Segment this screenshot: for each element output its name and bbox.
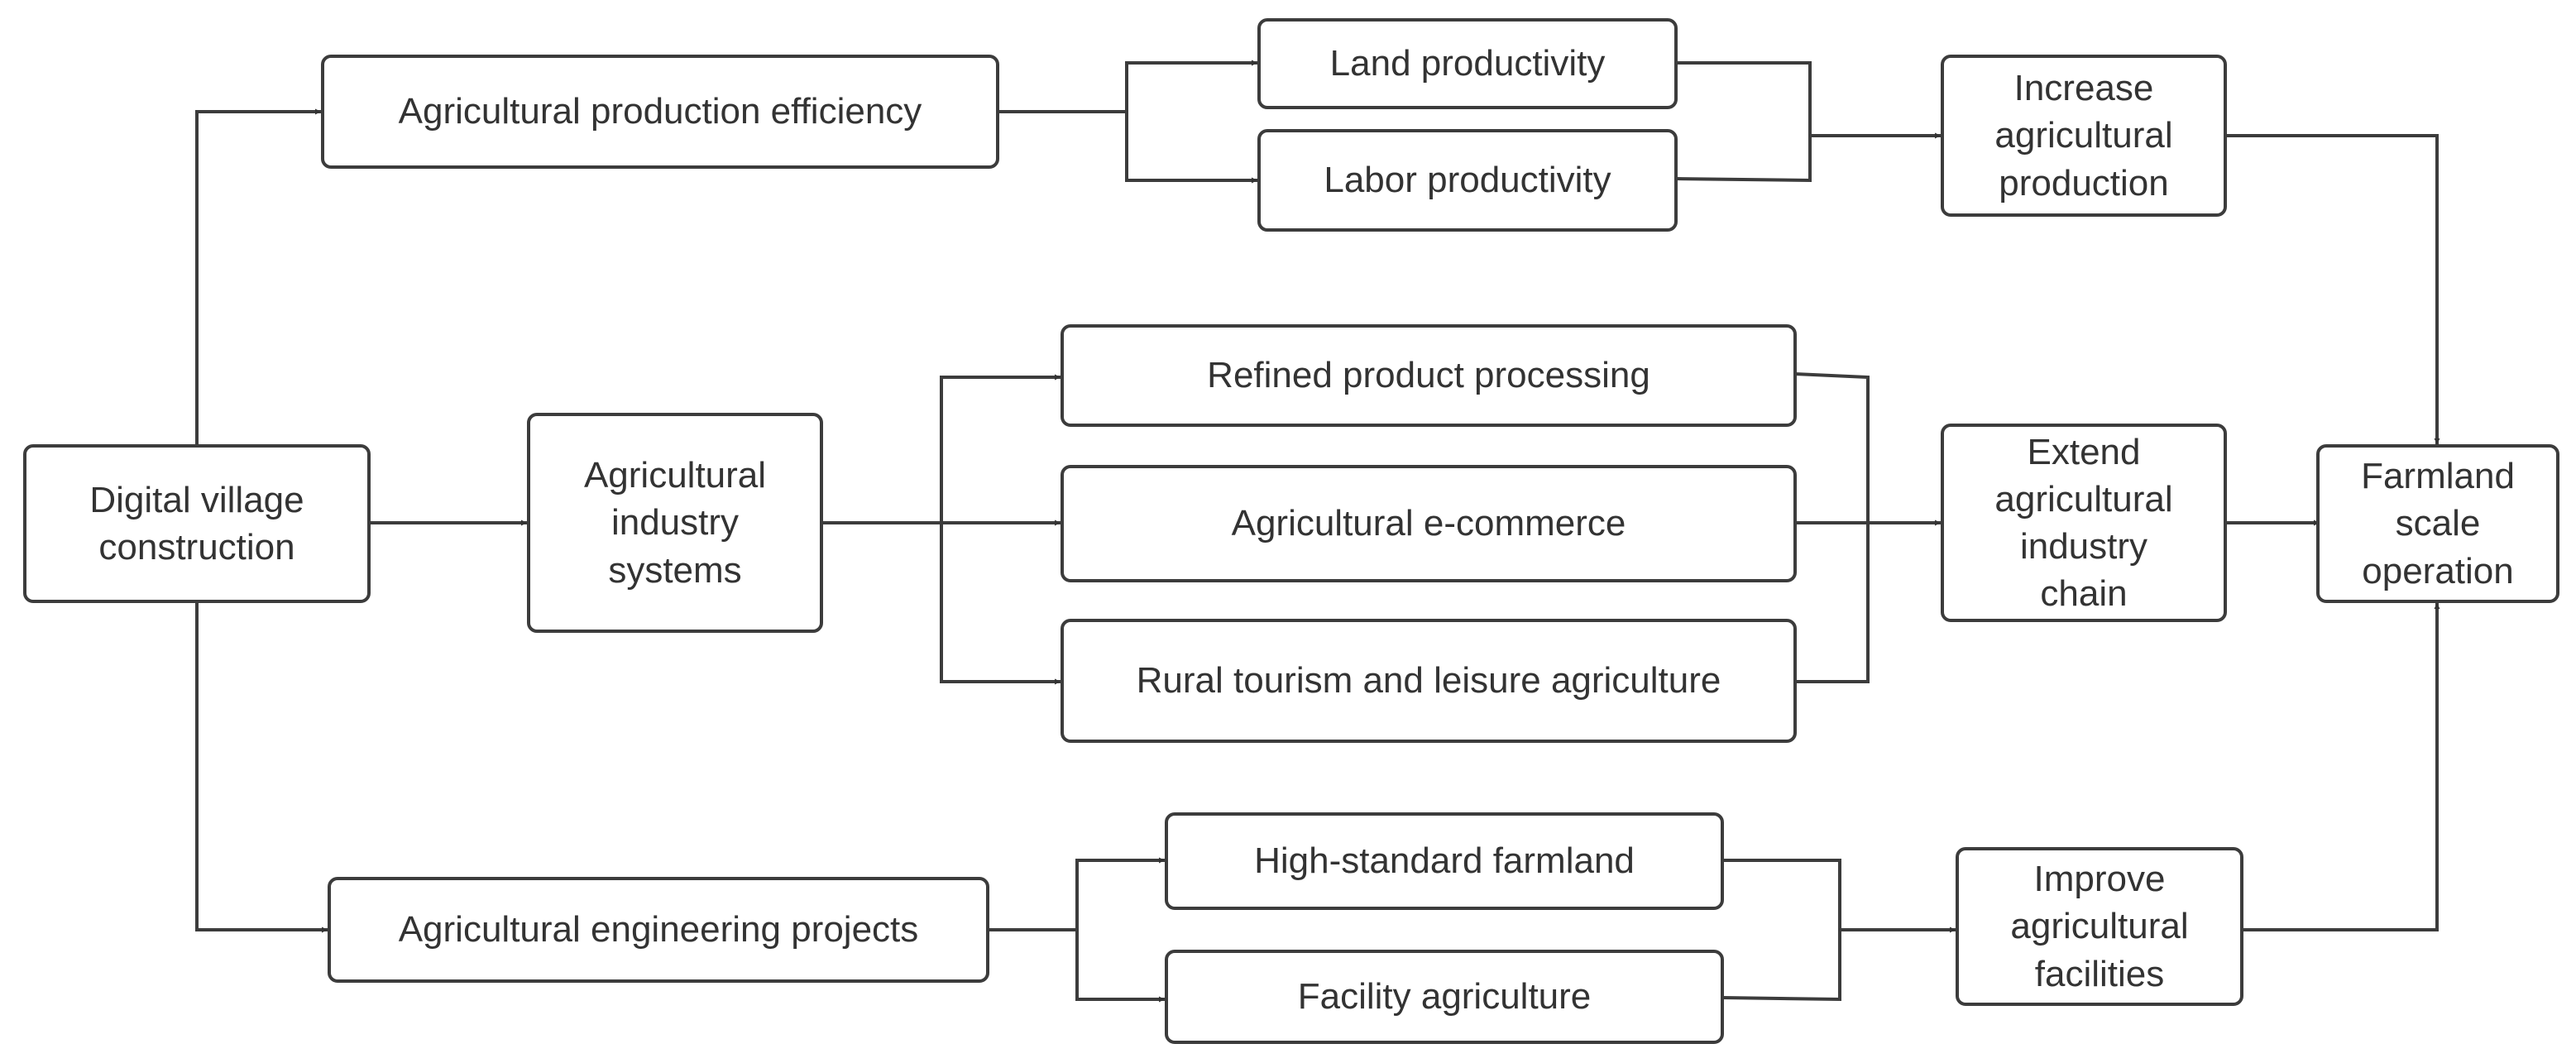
edge-digital-village-to-production-efficiency	[195, 108, 321, 444]
node-agricultural-industry-systems: Agricultural industry systems	[527, 413, 823, 633]
node-label: Agricultural industry systems	[583, 455, 767, 591]
node-label: Agricultural e-commerce	[1231, 503, 1626, 544]
node-agricultural-production-efficiency: Agricultural production efficiency	[321, 55, 999, 169]
node-refined-product-processing: Refined product processing	[1061, 324, 1797, 427]
edge-production-efficiency-to-labor	[1125, 112, 1257, 184]
node-improve-agricultural-facilities: Improve agricultural facilities	[1956, 847, 2243, 1006]
node-label: High-standard farmland	[1254, 840, 1635, 882]
node-label: Extend agricultural industry chain	[1994, 431, 2173, 615]
edge-refined-to-merge	[1794, 372, 1870, 523]
node-label: Refined product processing	[1207, 355, 1650, 396]
node-increase-agricultural-production: Increase agricultural production	[1941, 55, 2227, 217]
edge-engineering-to-high-standard	[1075, 857, 1165, 930]
edge-facility-to-merge	[1721, 930, 1841, 1002]
edge-improve-facilities-to-farmland	[2243, 603, 2440, 931]
edge-increase-production-to-farmland	[2227, 134, 2440, 444]
node-facility-agriculture: Facility agriculture	[1165, 950, 1724, 1044]
node-label: Digital village construction	[89, 479, 304, 567]
edge-digital-village-to-engineering-projects	[195, 601, 328, 933]
node-land-productivity: Land productivity	[1257, 18, 1678, 109]
edge-industry-to-tourism	[940, 523, 1061, 685]
node-label: Agricultural production efficiency	[398, 91, 922, 132]
node-label: Improve agricultural facilities	[2010, 859, 2189, 994]
node-label: Increase agricultural production	[1994, 68, 2173, 204]
node-agricultural-e-commerce: Agricultural e-commerce	[1061, 465, 1797, 582]
node-digital-village-construction: Digital village construction	[23, 444, 371, 603]
edge-tourism-to-merge	[1795, 523, 1870, 683]
node-label: Farmland scale operation	[2361, 456, 2515, 591]
edge-production-efficiency-to-land	[1125, 60, 1257, 112]
node-labor-productivity: Labor productivity	[1257, 129, 1678, 232]
node-label: Labor productivity	[1324, 160, 1611, 201]
node-label: Facility agriculture	[1297, 976, 1592, 1018]
edge-engineering-to-facility	[1075, 930, 1165, 1003]
edge-labor-to-merge	[1675, 136, 1812, 183]
node-label: Land productivity	[1329, 43, 1606, 84]
node-extend-agricultural-industry-chain: Extend agricultural industry chain	[1941, 424, 2227, 622]
node-label: Agricultural engineering projects	[398, 909, 919, 950]
edge-high-standard-to-merge	[1722, 859, 1841, 930]
node-rural-tourism-leisure-agriculture: Rural tourism and leisure agriculture	[1061, 619, 1797, 743]
node-high-standard-farmland: High-standard farmland	[1165, 812, 1724, 910]
edge-land-to-merge	[1676, 61, 1812, 136]
node-agricultural-engineering-projects: Agricultural engineering projects	[328, 877, 989, 983]
node-farmland-scale-operation: Farmland scale operation	[2316, 444, 2559, 603]
node-label: Rural tourism and leisure agriculture	[1136, 660, 1721, 701]
edge-industry-to-refined	[940, 374, 1061, 523]
